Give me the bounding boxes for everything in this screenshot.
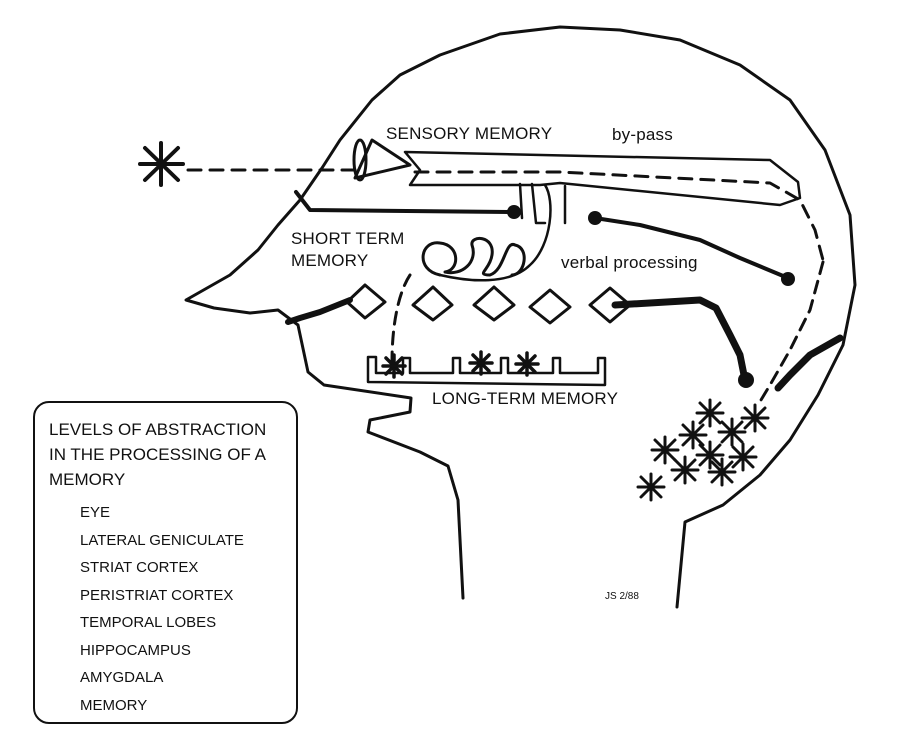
- head-outline: [184, 25, 857, 609]
- sensory-memory-label: SENSORY MEMORY: [386, 124, 553, 143]
- legend-list: EYE LATERAL GENICULATE STRIAT CORTEX PER…: [80, 499, 244, 719]
- node-dot: [738, 372, 754, 388]
- short-term-memory-label-line1: SHORT TERM: [291, 229, 405, 248]
- bypass-label: by-pass: [612, 125, 673, 144]
- diamond-node: [588, 286, 632, 324]
- legend-title-line: IN THE PROCESSING OF A: [49, 445, 266, 464]
- artist-signature: JS 2/88: [605, 591, 639, 602]
- sensory-tube: [403, 150, 802, 207]
- node-dot: [781, 272, 795, 286]
- long-term-memory-comb: [366, 355, 607, 387]
- legend-item: STRIAT CORTEX: [80, 559, 199, 576]
- legend-box: LEVELS OF ABSTRACTION IN THE PROCESSING …: [33, 401, 298, 724]
- diamond-node: [472, 285, 516, 322]
- amygdala-dashed-path: [756, 260, 825, 407]
- short-term-loops: [421, 236, 526, 277]
- legend-item: MEMORY: [80, 696, 148, 714]
- verbal-pathway: [593, 216, 790, 280]
- memory-trace-asterisk-icon: [514, 351, 540, 377]
- stimulus-asterisk-icon: [138, 141, 185, 187]
- legend-item: EYE: [80, 504, 111, 521]
- ltm-dashed-path: [390, 273, 412, 364]
- sensory-branch-tube: [518, 182, 567, 225]
- neck-pathway: [774, 334, 844, 392]
- jaw-line: [285, 297, 353, 325]
- branch-curve: [438, 183, 552, 282]
- eye-lens: [352, 138, 368, 182]
- diamond-node: [528, 288, 572, 325]
- legend-title-line: MEMORY: [49, 470, 126, 489]
- memory-trace-asterisk-icon: [468, 350, 494, 376]
- short-term-memory-label-line2: MEMORY: [291, 251, 369, 270]
- verbal-processing-label: verbal processing: [561, 253, 698, 272]
- legend-item: TEMPORAL LOBES: [80, 614, 217, 631]
- legend-item: PERISTRIAT CORTEX: [80, 586, 234, 604]
- pathway-to-eye-node: [294, 190, 514, 214]
- legend-item: AMYGDALA: [80, 669, 164, 686]
- star-cluster: [636, 398, 770, 502]
- eye-cone: [353, 138, 412, 180]
- node-dot: [507, 205, 521, 219]
- legend-item: LATERAL GENICULATE: [80, 531, 244, 549]
- long-term-memory-label: LONG-TERM MEMORY: [432, 389, 619, 408]
- diamond-node: [345, 283, 387, 320]
- legend-title-line: LEVELS OF ABSTRACTION: [49, 420, 267, 439]
- rear-pathway: [611, 296, 749, 384]
- bypass-dashed-line: [413, 170, 825, 262]
- legend-item: HIPPOCAMPUS: [80, 641, 191, 659]
- memory-trace-asterisk-icon: [381, 353, 407, 379]
- diamond-node: [411, 285, 454, 322]
- legend-title: LEVELS OF ABSTRACTION IN THE PROCESSING …: [49, 417, 266, 492]
